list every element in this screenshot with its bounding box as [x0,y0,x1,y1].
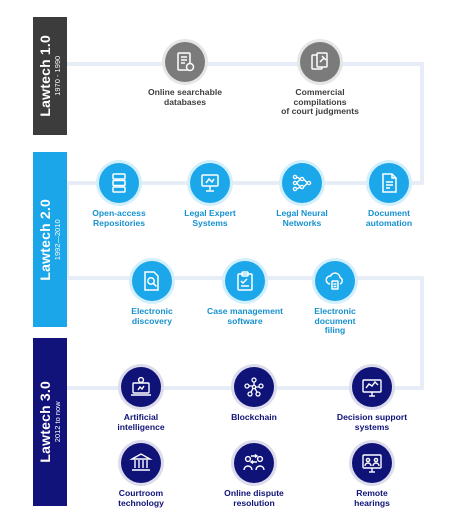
item-blockchain: Blockchain [204,367,304,423]
cloud-filing-icon [315,261,355,301]
courtroom-icon [121,443,161,483]
era-lawtech-3: Lawtech 3.0 2012 to now [33,338,67,506]
remote-hearing-icon [352,443,392,483]
database-document-icon [165,42,205,82]
item-legal-expert-systems: Legal Expert Systems [160,163,260,228]
item-case-management-software: Case management software [195,261,295,326]
item-electronic-discovery: Electronic discovery [102,261,202,326]
item-online-dispute-resolution: Online dispute resolution [204,443,304,508]
item-label: Online dispute resolution [224,488,284,508]
item-label: Legal Neural Networks [276,208,328,228]
item-document-automation: Document automation [339,163,439,228]
expert-system-icon [190,163,230,203]
item-electronic-document-filing: Electronic document filing [285,261,385,336]
era-years: 2012 to now [52,401,62,443]
repository-icon [99,163,139,203]
era-title: Lawtech 1.0 [37,35,54,117]
item-label: Electronic discovery [131,306,173,326]
item-legal-neural-networks: Legal Neural Networks [252,163,352,228]
ai-icon [121,367,161,407]
item-label: Electronic document filing [314,306,356,336]
item-label: Decision support systems [336,412,408,432]
blockchain-icon [234,367,274,407]
item-label: Document automation [365,208,413,228]
item-open-access-repositories: Open-access Repositories [69,163,169,228]
item-decision-support-systems: Decision support systems [322,367,422,432]
item-label: Open-access Repositories [92,208,146,228]
item-label: Case management software [207,306,283,326]
era-lawtech-2: Lawtech 2.0 1992—2010 [33,152,67,327]
era-years: 1992—2010 [52,219,62,260]
item-label: Blockchain [231,412,277,422]
decision-support-icon [352,367,392,407]
case-management-icon [225,261,265,301]
item-remote-hearings: Remote hearings [322,443,422,508]
era-title: Lawtech 3.0 [37,381,54,463]
era-lawtech-1: Lawtech 1.0 1970 - 1990 [33,17,67,135]
item-label: Artificial intelligence [117,412,165,432]
item-label: Online searchable databases [147,87,223,107]
item-artificial-intelligence: Artificial intelligence [91,367,191,432]
item-courtroom-technology: Courtroom technology [91,443,191,508]
item-label: Commercial compilations of court judgmen… [281,87,359,117]
era-title: Lawtech 2.0 [37,198,54,281]
neural-network-icon [282,163,322,203]
item-commercial-compilations: Commercial compilations of court judgmen… [270,42,370,117]
document-automation-icon [369,163,409,203]
item-label: Remote hearings [354,488,390,508]
online-dispute-icon [234,443,274,483]
item-label: Courtroom technology [118,488,164,508]
era-years: 1970 - 1990 [52,55,62,97]
judgment-documents-icon [300,42,340,82]
item-label: Legal Expert Systems [184,208,236,228]
ediscovery-icon [132,261,172,301]
item-online-searchable-databases: Online searchable databases [135,42,235,107]
